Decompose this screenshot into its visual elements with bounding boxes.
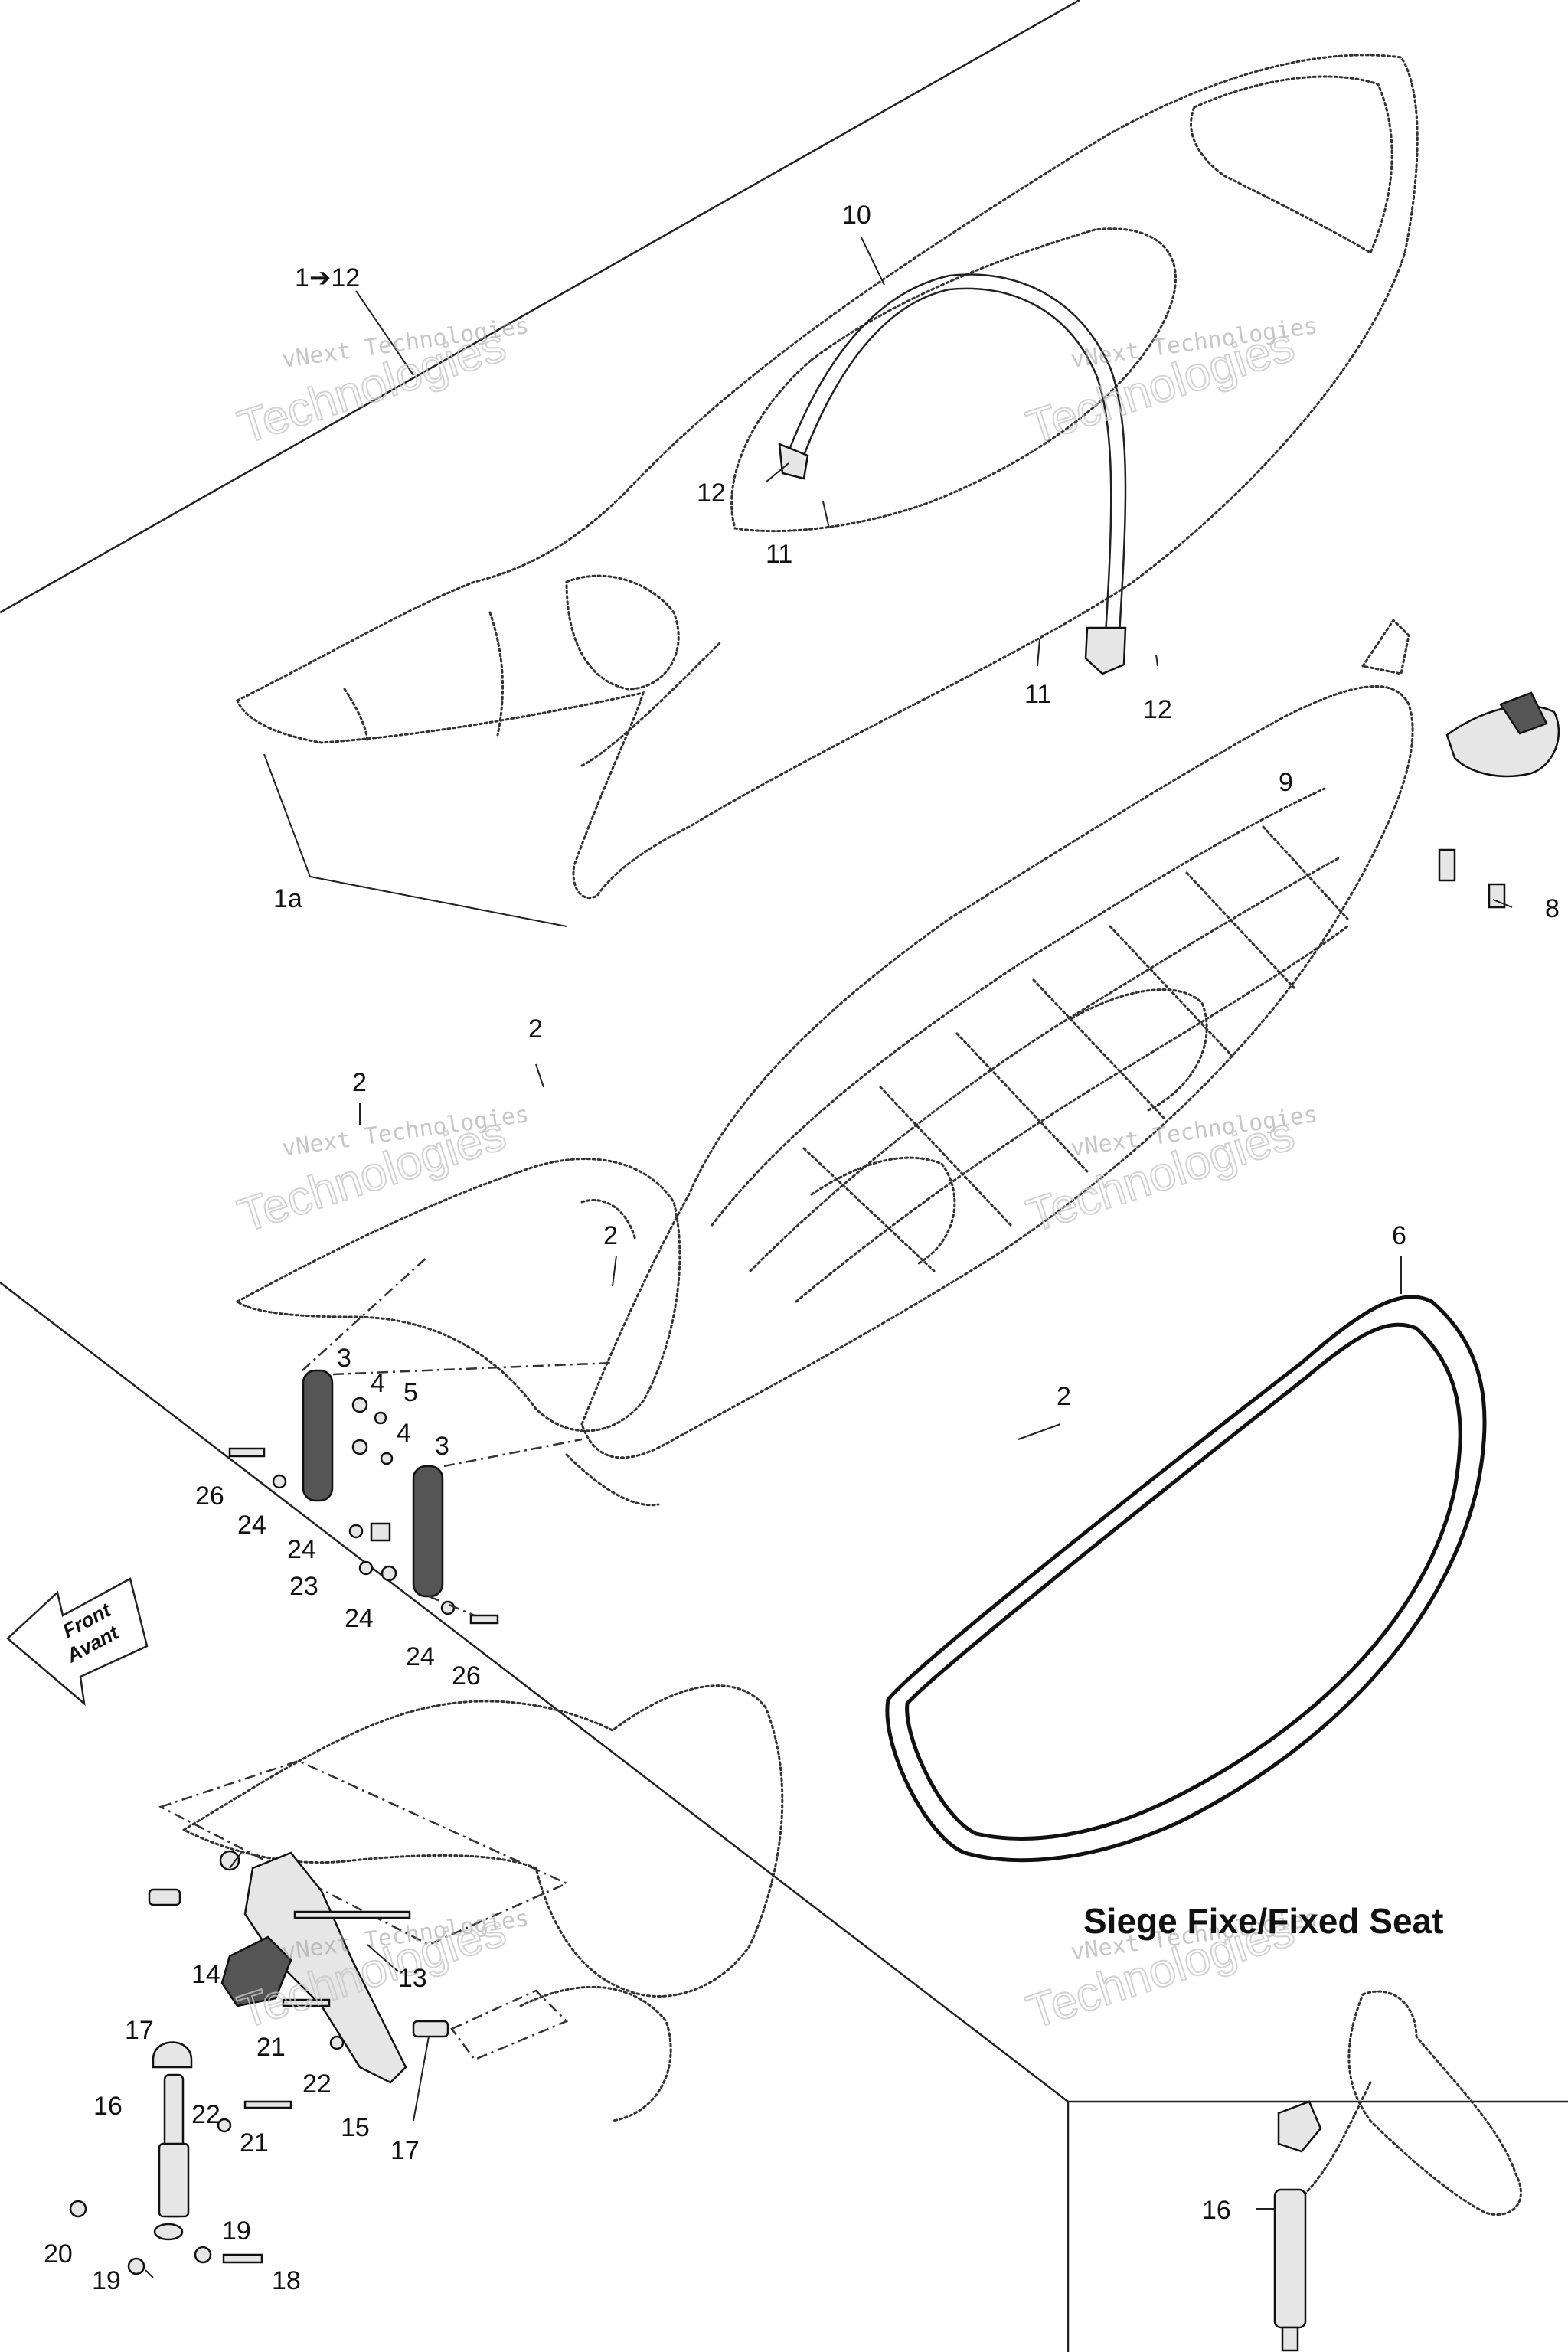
callout-15: 15 xyxy=(341,2113,370,2142)
callout-26: 26 xyxy=(452,1661,481,1690)
assembly-reference: 1➔12 xyxy=(295,263,360,292)
callout-10: 10 xyxy=(842,201,871,230)
fixed-seat-inset xyxy=(1273,1990,1522,2352)
callout-16: 16 xyxy=(1202,2196,1231,2225)
callout-26: 26 xyxy=(195,1481,224,1511)
callout-2: 2 xyxy=(603,1221,618,1250)
callout-11: 11 xyxy=(1024,680,1051,709)
callout-21: 21 xyxy=(240,2128,269,2158)
seat-cushion xyxy=(236,54,1419,899)
callout-24: 24 xyxy=(406,1642,435,1671)
callout-20: 20 xyxy=(44,2239,73,2269)
seat-linkage xyxy=(228,1255,613,1625)
callout-4: 4 xyxy=(397,1419,411,1448)
inset-title: Siege Fixe/Fixed Seat xyxy=(1083,1901,1443,1941)
callout-19: 19 xyxy=(222,2216,251,2246)
callout-2: 2 xyxy=(528,1014,543,1044)
seat-latch xyxy=(1438,691,1560,909)
callout-18: 18 xyxy=(272,2266,301,2295)
callout-14: 14 xyxy=(191,1960,220,1989)
callout-19: 19 xyxy=(92,2266,121,2295)
callout-3: 3 xyxy=(337,1344,351,1373)
callout-17: 17 xyxy=(390,2136,420,2165)
seat-gasket xyxy=(885,1295,1487,1863)
callout-24: 24 xyxy=(345,1604,374,1633)
callout-3: 3 xyxy=(435,1432,449,1461)
callout-2: 2 xyxy=(1057,1382,1071,1411)
callout-12: 12 xyxy=(1143,695,1172,724)
callout-24: 24 xyxy=(287,1535,316,1564)
callout-9: 9 xyxy=(1279,768,1293,797)
callout-8: 8 xyxy=(1545,894,1560,923)
shock-absorber xyxy=(69,2073,263,2275)
callout-13: 13 xyxy=(398,1964,427,1993)
callout-21: 21 xyxy=(256,2033,286,2062)
callout-2: 2 xyxy=(352,1068,367,1097)
callout-22: 22 xyxy=(191,2100,220,2129)
callout-1a: 1a xyxy=(273,884,302,913)
callout-leaders xyxy=(145,237,1513,2278)
seat-strap xyxy=(778,273,1127,675)
callout-23: 23 xyxy=(289,1572,318,1601)
front-direction-arrow: Front Avant xyxy=(6,1577,149,1707)
callout-11: 11 xyxy=(766,540,792,569)
callout-17: 17 xyxy=(125,2016,154,2045)
callout-4: 4 xyxy=(371,1369,385,1398)
callout-16: 16 xyxy=(93,2092,122,2121)
callout-24: 24 xyxy=(237,1511,266,1540)
callout-5: 5 xyxy=(403,1378,418,1407)
seat-base-frame xyxy=(235,618,1414,1507)
callout-22: 22 xyxy=(302,2069,332,2099)
hinge-assembly xyxy=(148,1684,784,2133)
callout-12: 12 xyxy=(697,479,726,508)
callout-labels: 1a 2 2 2 2 3 3 4 4 5 6 8 9 10 11 11 12 1… xyxy=(44,201,1560,2295)
watermarks: vNext Technologies Technologies vNext Te… xyxy=(231,312,1319,2040)
callout-6: 6 xyxy=(1392,1221,1406,1250)
